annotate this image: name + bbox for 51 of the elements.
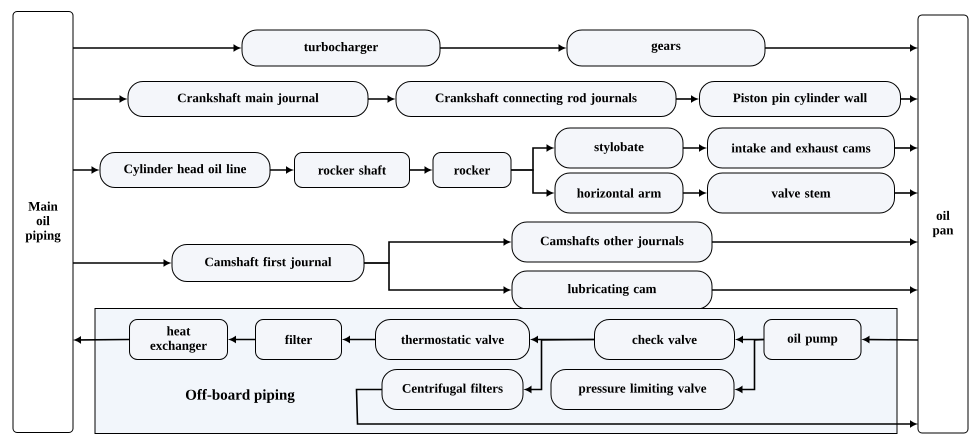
arrow bbox=[356, 388, 916, 428]
oil-pan-column: oil pan bbox=[918, 14, 968, 434]
arrow bbox=[270, 166, 292, 174]
arrow bbox=[410, 166, 431, 174]
arrow bbox=[73, 44, 240, 52]
process-box: horizontal arm bbox=[554, 172, 684, 214]
process-box: Piston pin cylinder wall bbox=[699, 81, 901, 117]
process-box: filter bbox=[255, 319, 342, 360]
process-box: lubricating cam bbox=[512, 270, 712, 310]
process-box: heat exchanger bbox=[129, 319, 228, 360]
process-box: gears bbox=[566, 30, 766, 66]
process-box: intake and exhaust cams bbox=[707, 128, 895, 168]
arrow bbox=[895, 190, 916, 196]
process-box: Centrifugal filters bbox=[382, 369, 524, 410]
arrow bbox=[736, 338, 764, 393]
arrow bbox=[863, 336, 918, 343]
arrow bbox=[676, 96, 698, 102]
process-box: rocker bbox=[432, 152, 512, 188]
arrow bbox=[895, 144, 916, 152]
arrow bbox=[901, 96, 916, 102]
process-box: Crankshaft main journal bbox=[128, 81, 368, 117]
process-box: valve stem bbox=[707, 172, 895, 214]
arrow bbox=[73, 96, 126, 102]
arrow bbox=[230, 336, 255, 343]
arrow bbox=[344, 336, 375, 343]
arrow bbox=[368, 96, 394, 102]
process-box: check valve bbox=[594, 319, 735, 360]
process-box: Camshafts other journals bbox=[512, 222, 712, 262]
process-box: oil pump bbox=[764, 319, 862, 360]
piping-column: Main oil piping bbox=[12, 11, 74, 433]
arrow bbox=[512, 169, 553, 196]
arrow bbox=[364, 262, 510, 294]
arrow bbox=[712, 286, 916, 294]
process-box: Crankshaft connecting rod journals bbox=[396, 81, 676, 117]
arrow bbox=[684, 144, 706, 152]
process-box: Camshaft first journal bbox=[172, 244, 364, 282]
arrow bbox=[74, 336, 130, 344]
process-box: Cylinder head oil line bbox=[100, 152, 270, 188]
arrow bbox=[766, 44, 916, 52]
arrow bbox=[736, 336, 764, 343]
process-box: thermostatic valve bbox=[375, 319, 530, 360]
arrow bbox=[73, 260, 170, 266]
arrow bbox=[525, 338, 594, 393]
arrow bbox=[440, 44, 565, 52]
process-box: rocker shaft bbox=[294, 152, 410, 188]
arrow bbox=[73, 166, 98, 174]
process-box: pressure limiting valve bbox=[550, 369, 734, 410]
arrow bbox=[684, 190, 706, 196]
process-box: stylobate bbox=[554, 128, 684, 168]
process-box: turbocharger bbox=[242, 30, 440, 66]
arrow bbox=[712, 238, 916, 246]
